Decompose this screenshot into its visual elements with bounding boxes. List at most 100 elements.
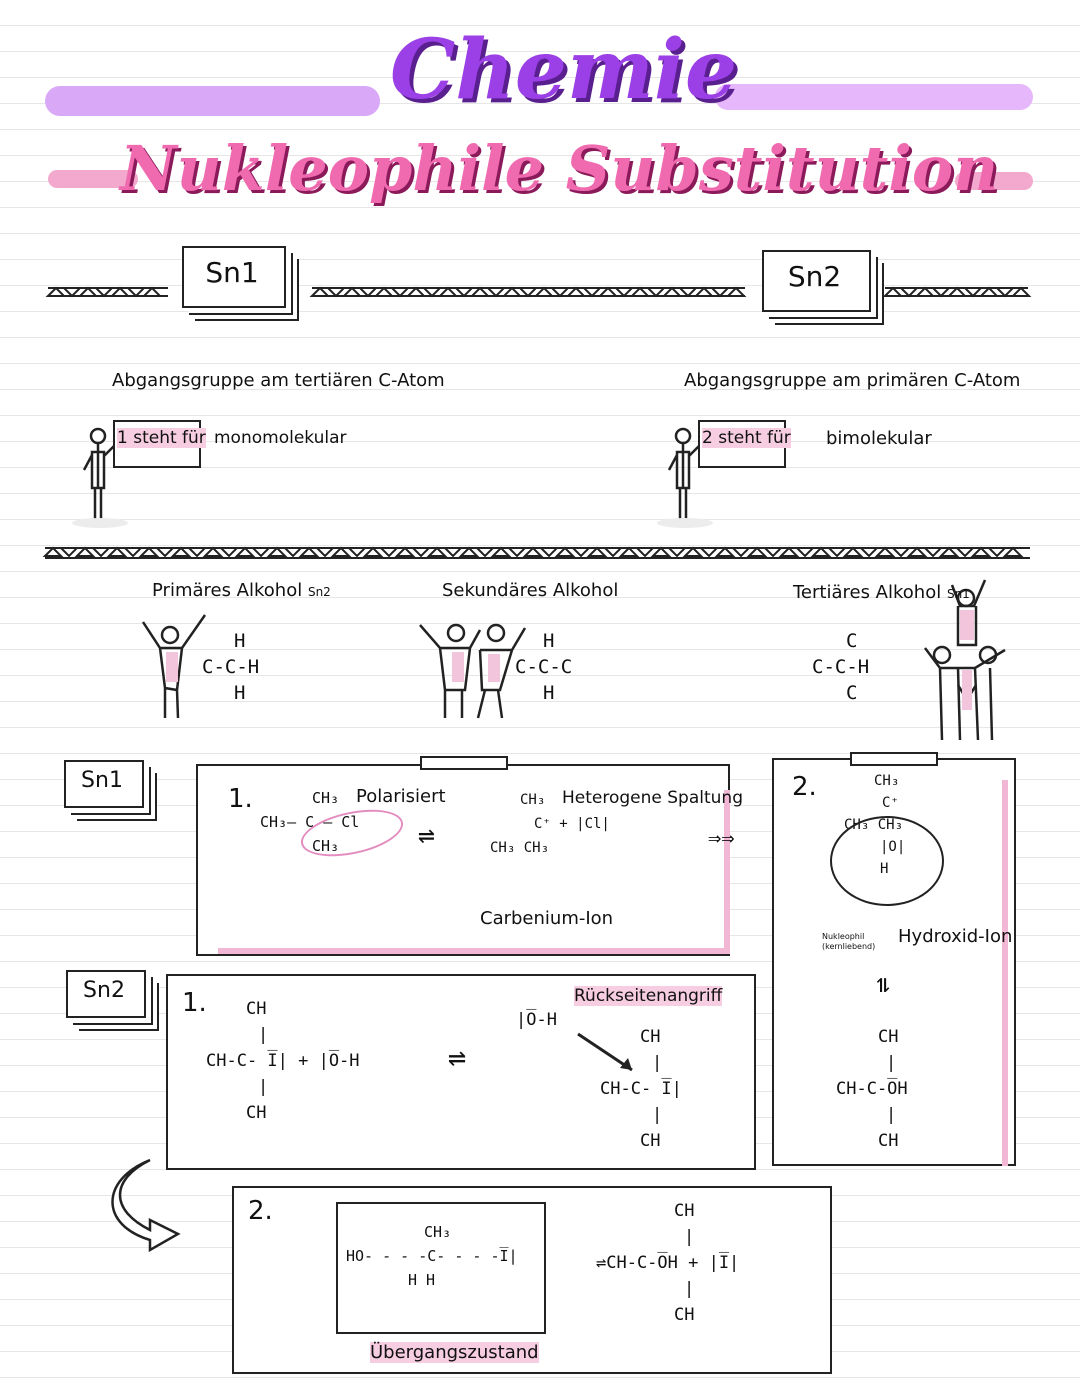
sn1-meaning: monomolekular <box>214 428 347 448</box>
triangle-mark <box>77 286 99 297</box>
sn2-equilibrium-arrow: ⇌ <box>448 1040 467 1075</box>
triangle-row-top-right <box>882 286 1032 298</box>
triangle-mark <box>410 547 432 558</box>
sn1-step2-tape <box>850 752 938 766</box>
triangle-mark <box>970 546 992 557</box>
sn2-mechanism-tag-box <box>66 970 146 1018</box>
sn1-step1-pink-edge <box>218 948 728 954</box>
transition-state-label: Übergangszustand <box>370 1342 539 1363</box>
formula-line: C-C-H <box>202 656 260 678</box>
triangle-mark <box>1010 286 1032 297</box>
page-subtitle: Nukleophile Substitution <box>120 132 999 205</box>
triangle-mark <box>170 546 192 557</box>
tertiary-alcohol-tag: Sn1 <box>946 587 970 601</box>
triangle-mark <box>898 287 920 298</box>
triangle-mark <box>1002 546 1024 557</box>
sn1-cleavage-label: Heterogene Spaltung <box>562 788 743 808</box>
triangle-mark <box>202 546 224 557</box>
triangle-mark <box>469 286 491 297</box>
primary-alcohol-text: Primäres Alkohol <box>152 580 303 601</box>
triangle-mark <box>549 287 571 298</box>
tertiary-alcohol-formula: C C-C-H C <box>812 628 869 706</box>
triangle-mark <box>474 547 496 558</box>
formula-line: H <box>543 630 555 652</box>
triangle-mark <box>778 546 800 557</box>
triangle-mark <box>962 287 984 298</box>
sn1-polarized-label: Polarisiert <box>356 786 446 807</box>
triangle-mark <box>517 287 539 298</box>
teacher-figure-left <box>82 427 121 520</box>
triangle-mark <box>914 286 936 297</box>
triangle-mark <box>794 547 816 558</box>
triangle-mark <box>842 546 864 557</box>
triangle-mark <box>378 547 400 558</box>
triangle-mark <box>186 547 208 558</box>
secondary-alcohol-label: Sekundäres Alkohol <box>442 580 619 601</box>
triangle-mark <box>373 286 395 297</box>
triangle-mark <box>282 547 304 558</box>
triangle-mark <box>122 547 144 558</box>
three-figures <box>924 579 1006 741</box>
triangle-mark <box>442 547 464 558</box>
sn1-step2-pink-side <box>1002 780 1008 1166</box>
formula-line: C-C-H <box>812 656 870 678</box>
formula-line: H <box>543 682 555 704</box>
triangle-mark <box>938 546 960 557</box>
triangle-mark <box>666 547 688 558</box>
teacher-figure-right <box>667 427 706 520</box>
primary-alcohol-tag: Sn2 <box>307 585 331 599</box>
subtitle-bar-left <box>48 170 138 188</box>
triangle-mark <box>58 547 80 558</box>
sn1-header-label: Sn1 <box>205 256 259 289</box>
triangle-mark <box>565 286 587 297</box>
triangle-mark <box>325 287 347 298</box>
triangle-mark <box>581 287 603 298</box>
triangle-mark <box>693 286 715 297</box>
sn2-product-structure: CH | ⇌CH-C-O̅H + |I̅| | CH <box>596 1201 740 1325</box>
formula-line: H <box>234 682 246 704</box>
triangle-mark <box>453 287 475 298</box>
triangle-mark <box>389 287 411 298</box>
sn1-step1-tape <box>420 756 508 770</box>
formula-line: C-C-C <box>515 656 573 678</box>
triangle-mark <box>978 286 1000 297</box>
sn1-board-text: 1 steht für <box>117 428 206 448</box>
triangle-mark <box>858 547 880 558</box>
triangle-mark <box>61 287 83 298</box>
sn1-step1-pink-side <box>724 790 730 954</box>
triangle-mark <box>250 547 272 558</box>
triangle-mark <box>922 547 944 558</box>
sn2-step1-number: 1. <box>182 988 207 1018</box>
sn1-forward-arrow: ⇒⇒ <box>708 826 735 851</box>
sn2-backside-label: Rückseitenangriff <box>574 986 723 1006</box>
triangle-mark <box>45 286 67 297</box>
triangle-mark <box>725 286 747 297</box>
title-bar-left <box>45 86 380 116</box>
two-figures <box>419 623 527 719</box>
triangle-row-top-center <box>309 286 747 298</box>
triangle-mark <box>618 546 640 557</box>
triangle-mark <box>714 546 736 557</box>
triangle-row-top-left <box>45 286 163 298</box>
triangle-mark <box>874 546 896 557</box>
secondary-alcohol-formula: H C-C-C H <box>515 628 572 706</box>
primary-alcohol-formula: H C-C-H H <box>202 628 259 706</box>
triangle-mark <box>602 547 624 558</box>
triangle-mark <box>586 546 608 557</box>
triangle-mark <box>437 286 459 297</box>
triangle-mark <box>490 546 512 557</box>
sn2-step1-box <box>166 974 756 1170</box>
triangle-mark <box>986 547 1008 558</box>
triangle-mark <box>298 546 320 557</box>
sn2-reactant-structure: CH | CH-C- I̅| + |O̅-H | CH <box>206 999 360 1123</box>
triangle-mark <box>266 546 288 557</box>
triangle-mark <box>650 546 672 557</box>
sn2-intermediate-structure: CH | CH-C- I̅| | CH <box>600 1027 682 1151</box>
triangle-mark <box>613 287 635 298</box>
sn1-description: Abgangsgruppe am tertiären C-Atom <box>112 370 445 391</box>
triangle-mark <box>405 286 427 297</box>
primary-alcohol-label: Primäres Alkohol Sn2 <box>152 580 331 601</box>
triangle-mark <box>42 546 64 557</box>
triangle-mark <box>597 286 619 297</box>
